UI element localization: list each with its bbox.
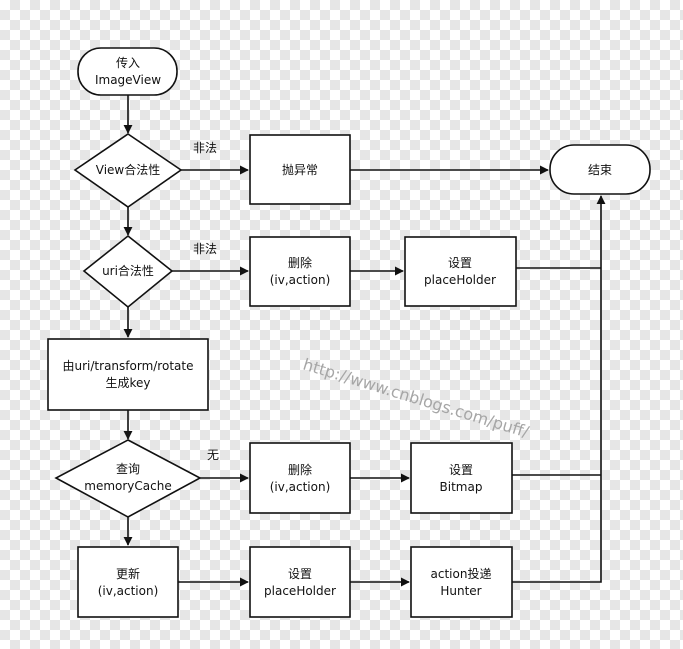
node-set-placeholder-2-line1: 设置 xyxy=(288,567,312,581)
node-update[interactable]: 更新 (iv,action) xyxy=(77,546,179,618)
node-uri-check[interactable]: uri合法性 xyxy=(82,234,174,309)
node-delete-2[interactable]: 删除 (iv,action) xyxy=(249,442,351,514)
node-query-cache[interactable]: 查询 memoryCache xyxy=(54,439,202,518)
node-set-placeholder-1[interactable]: 设置 placeHolder xyxy=(404,236,517,307)
node-end-label: 结束 xyxy=(588,163,612,177)
node-delete-1-line1: 删除 xyxy=(288,255,312,270)
node-query-cache-line1: 查询 xyxy=(116,462,140,476)
node-set-bitmap[interactable]: 设置 Bitmap xyxy=(410,442,513,514)
node-uri-check-label: uri合法性 xyxy=(102,263,154,278)
edge-label-uri-invalid: 非法 xyxy=(193,242,217,256)
node-start[interactable]: 传入 ImageView xyxy=(77,47,178,96)
watermark-url: http://www.cnblogs.com/puff/ xyxy=(301,355,532,442)
node-set-placeholder-1-line1: 设置 xyxy=(448,256,472,270)
node-start-line1: 传入 xyxy=(116,55,140,70)
node-set-placeholder-2-line2: placeHolder xyxy=(264,584,336,598)
node-set-bitmap-line2: Bitmap xyxy=(440,480,483,494)
edge-dispatch-to-end xyxy=(512,195,606,583)
node-start-line2: ImageView xyxy=(95,73,161,87)
node-view-check[interactable]: View合法性 xyxy=(73,133,183,208)
node-delete-2-line2: (iv,action) xyxy=(270,480,331,494)
node-throw-exception-label: 抛异常 xyxy=(282,162,318,177)
edge-label-view-invalid: 非法 xyxy=(193,141,217,155)
node-dispatch-action-line1: action投递 xyxy=(431,566,492,581)
node-generate-key-line1: 由uri/transform/rotate xyxy=(63,359,194,373)
node-set-bitmap-line1: 设置 xyxy=(449,463,473,477)
node-dispatch-action-line2: Hunter xyxy=(440,584,481,598)
node-update-line1: 更新 xyxy=(116,566,140,581)
node-set-placeholder-2[interactable]: 设置 placeHolder xyxy=(249,546,351,618)
node-generate-key-line2: 生成key xyxy=(105,376,150,390)
node-set-placeholder-1-line2: placeHolder xyxy=(424,273,496,287)
edge-label-cache-none: 无 xyxy=(207,448,219,462)
node-delete-1[interactable]: 删除 (iv,action) xyxy=(249,236,351,307)
node-dispatch-action[interactable]: action投递 Hunter xyxy=(410,546,513,618)
node-throw-exception[interactable]: 抛异常 xyxy=(249,134,351,205)
node-view-check-label: View合法性 xyxy=(96,162,160,177)
node-generate-key[interactable]: 由uri/transform/rotate 生成key xyxy=(47,338,209,411)
node-delete-1-line2: (iv,action) xyxy=(270,273,331,287)
node-end[interactable]: 结束 xyxy=(549,144,651,195)
node-delete-2-line1: 删除 xyxy=(288,462,312,477)
node-update-line2: (iv,action) xyxy=(98,584,159,598)
node-query-cache-line2: memoryCache xyxy=(84,479,171,493)
